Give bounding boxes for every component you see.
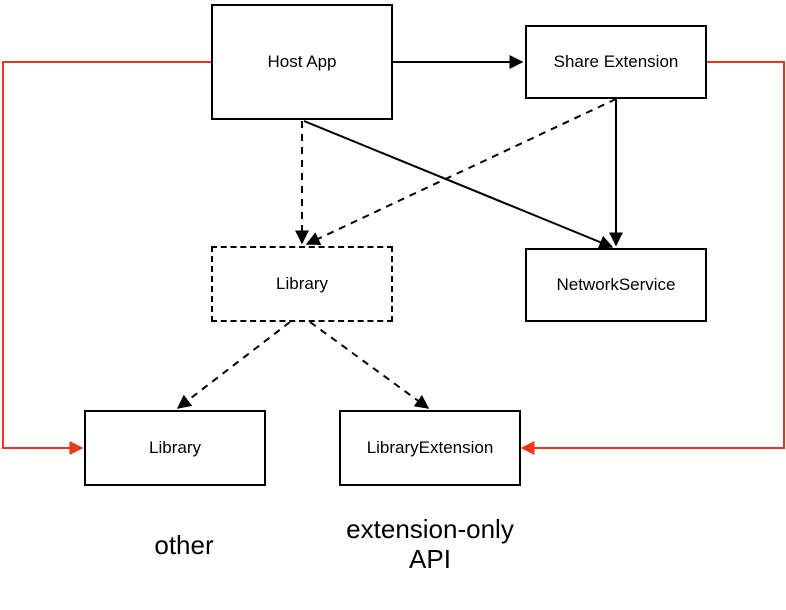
edge-librarydashed-to-libraryextension <box>309 321 430 409</box>
caption-extension-only-line1: extension-only <box>346 514 514 544</box>
node-host-app-label: Host App <box>267 52 337 71</box>
node-network-service-label: NetworkService <box>556 275 676 294</box>
node-network-service: NetworkService <box>525 248 707 322</box>
node-share-extension: Share Extension <box>525 25 707 99</box>
caption-extension-only-api: extension-only API <box>310 514 550 574</box>
node-library-label: Library <box>149 438 201 457</box>
edge-hostapp-to-networkservice <box>303 120 614 249</box>
node-library-dashed: Library <box>211 246 393 322</box>
edge-hostapp-to-library-red <box>2 61 211 455</box>
edge-shareextension-to-libraryextension-red <box>520 61 785 455</box>
node-library: Library <box>84 410 266 486</box>
node-library-extension-label: LibraryExtension <box>366 438 494 457</box>
edge-librarydashed-to-library <box>176 321 291 409</box>
node-library-dashed-label: Library <box>276 274 328 293</box>
node-share-extension-label: Share Extension <box>553 52 679 71</box>
node-library-extension: LibraryExtension <box>339 410 521 486</box>
caption-extension-only-line2: API <box>409 544 451 574</box>
edge-shareextension-to-library-dashed <box>305 98 617 245</box>
caption-other-text: other <box>154 530 214 560</box>
caption-other: other <box>104 530 264 560</box>
node-host-app: Host App <box>211 4 393 120</box>
